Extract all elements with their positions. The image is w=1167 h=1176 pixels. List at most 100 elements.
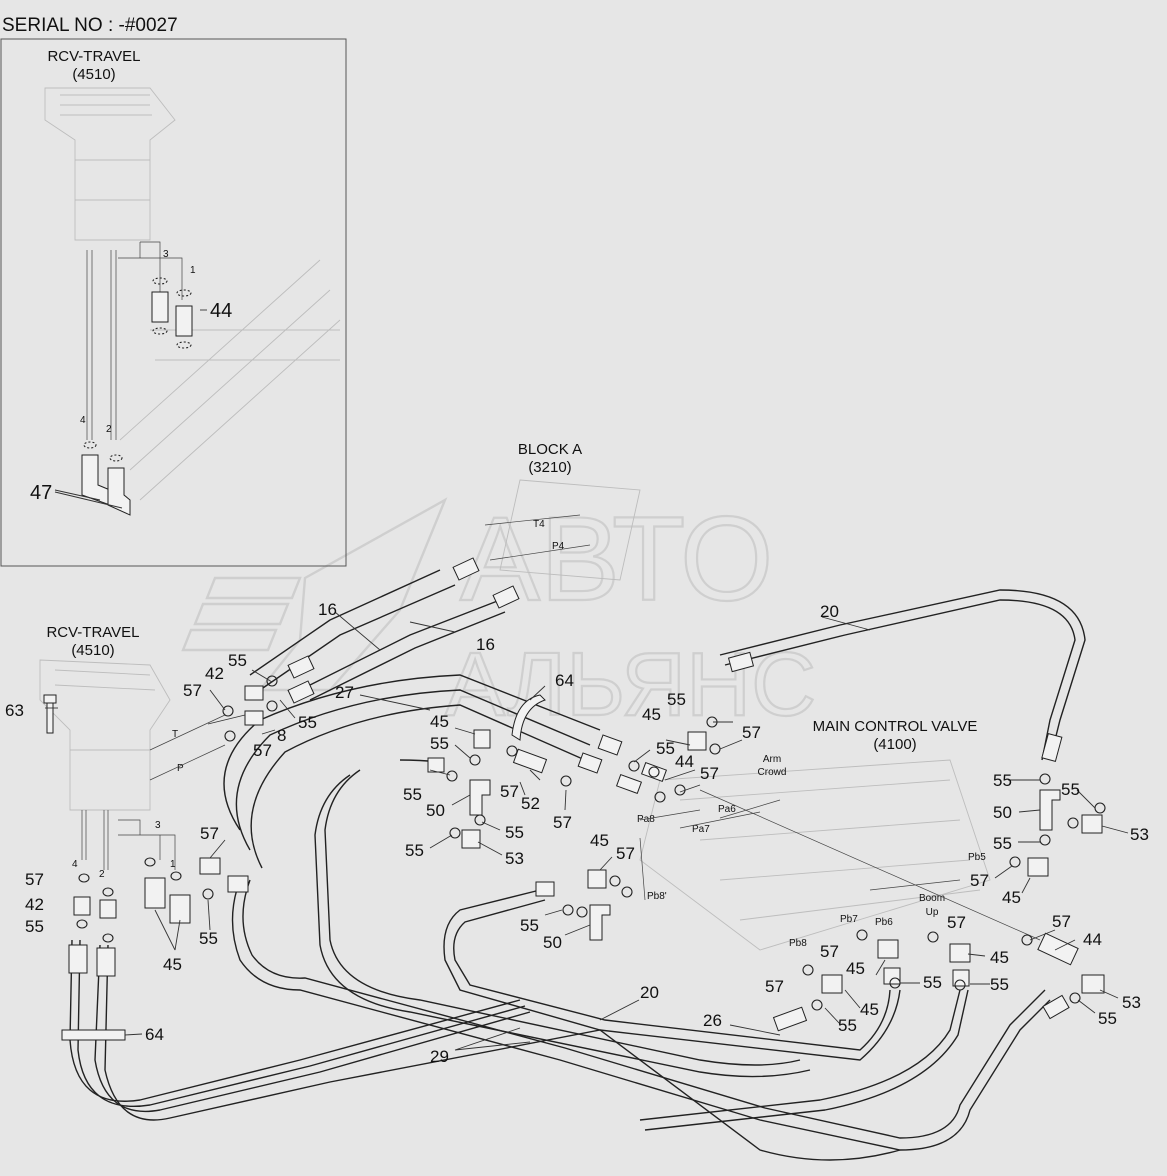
callout-57l: 57	[765, 977, 784, 996]
callout-57n: 57	[25, 870, 44, 889]
rcv-port-2: 2	[99, 869, 105, 880]
callout-55r: 55	[199, 929, 218, 948]
block-a-line2: (3210)	[528, 459, 571, 476]
port-arm: Arm	[763, 754, 781, 765]
rcv-travel-main: RCV-TRAVEL (4510) T P 3 1 4 2	[39, 624, 226, 880]
callout-55n: 55	[990, 975, 1009, 994]
watermark-line1: АВТО	[460, 492, 773, 626]
callout-50b: 50	[543, 933, 562, 952]
callout-57i: 57	[1052, 912, 1071, 931]
callout-52: 52	[521, 794, 540, 813]
callout-16b: 16	[476, 635, 495, 654]
callout-55j: 55	[993, 771, 1012, 790]
callout-53a: 53	[505, 849, 524, 868]
callout-45b: 45	[642, 705, 661, 724]
callout-45h: 45	[163, 955, 182, 974]
port-pb5: Pb5	[968, 852, 986, 863]
callout-55l: 55	[993, 834, 1012, 853]
callout-55b: 55	[298, 713, 317, 732]
port-pb8p: Pb8'	[647, 891, 667, 902]
inset-port-4: 4	[80, 415, 86, 426]
callout-45d: 45	[1002, 888, 1021, 907]
callout-64b: 64	[145, 1025, 164, 1044]
watermark-line2: АЛЬЯНС	[445, 635, 816, 735]
callout-55g: 55	[667, 690, 686, 709]
serial-number: SERIAL NO : -#0027	[2, 15, 178, 36]
callout-42a: 42	[205, 664, 224, 683]
callout-55i: 55	[520, 916, 539, 935]
callout-53b: 53	[1130, 825, 1149, 844]
callout-20a: 20	[820, 602, 839, 621]
rcv-port-3: 3	[155, 820, 161, 831]
inset-rcv-travel: RCV-TRAVEL (4510) 3 1 4 2 44 47	[0, 38, 347, 567]
rcv-travel-line1: RCV-TRAVEL	[46, 624, 139, 641]
callout-55c: 55	[430, 734, 449, 753]
callout-57f: 57	[700, 764, 719, 783]
block-a-line1: BLOCK A	[518, 441, 582, 458]
hose-runs	[69, 569, 1086, 1161]
callout-26: 26	[703, 1011, 722, 1030]
mcv-line2: (4100)	[873, 736, 916, 753]
callout-55d: 55	[403, 785, 422, 804]
callout-44a: 44	[675, 752, 694, 771]
port-crowd: Crowd	[758, 767, 787, 778]
callout-57a: 57	[183, 681, 202, 700]
rcv-port-p: P	[177, 763, 184, 774]
callout-45a: 45	[430, 712, 449, 731]
inset-title-line1: RCV-TRAVEL	[47, 48, 140, 65]
callout-45g: 45	[860, 1000, 879, 1019]
callout-27: 27	[335, 683, 354, 702]
callout-45c: 45	[590, 831, 609, 850]
rcv-port-1: 1	[170, 859, 176, 870]
callout-55f: 55	[405, 841, 424, 860]
callout-53c: 53	[1122, 993, 1141, 1012]
callout-29: 29	[430, 1047, 449, 1066]
inset-port-1: 1	[190, 265, 196, 276]
callout-64a: 64	[555, 671, 574, 690]
callout-57d: 57	[553, 813, 572, 832]
callout-55m: 55	[923, 973, 942, 992]
mcv-line1: MAIN CONTROL VALVE	[813, 718, 978, 735]
port-up: Up	[926, 907, 939, 918]
mcv-port-labels: Arm Crowd Pa8 Pa7 Pa6 Pb8' Pb5 Boom Up P…	[637, 754, 1041, 949]
callout-63: 63	[5, 701, 24, 720]
callout-numbers: 16 16 20 20 42 55 63 57 55 8 57 27 64 64…	[5, 600, 1149, 1066]
callout-57k: 57	[820, 942, 839, 961]
callout-57e: 57	[742, 723, 761, 742]
fittings	[61, 557, 1105, 1041]
callout-57m: 57	[200, 824, 219, 843]
callout-57g: 57	[616, 844, 635, 863]
callout-45e: 45	[990, 948, 1009, 967]
rcv-port-t: T	[172, 729, 178, 740]
callout-55e: 55	[505, 823, 524, 842]
port-pb6: Pb6	[875, 917, 893, 928]
callout-55p: 55	[838, 1016, 857, 1035]
callout-45f: 45	[846, 959, 865, 978]
rcv-travel-line2: (4510)	[71, 642, 114, 659]
callout-20b: 20	[640, 983, 659, 1002]
block-a: BLOCK A (3210) T4 P4	[484, 441, 641, 581]
callout-50c: 50	[993, 803, 1012, 822]
port-pb8: Pb8	[789, 938, 807, 949]
callout-55q: 55	[25, 917, 44, 936]
block-a-port-t4: T4	[533, 519, 545, 530]
callout-55a: 55	[228, 651, 247, 670]
main-control-valve: MAIN CONTROL VALVE (4100)	[639, 718, 991, 951]
callout-57b: 57	[253, 741, 272, 760]
inset-title-line2: (4510)	[72, 66, 115, 83]
callout-55k: 55	[1061, 780, 1080, 799]
block-a-port-p4: P4	[552, 541, 565, 552]
callout-57c: 57	[500, 782, 519, 801]
leader-lines	[45, 611, 1129, 1051]
callout-50a: 50	[426, 801, 445, 820]
port-boom: Boom	[919, 893, 945, 904]
rcv-port-4: 4	[72, 859, 78, 870]
callout-8: 8	[277, 726, 286, 745]
callout-42c: 42	[25, 895, 44, 914]
callout-55h: 55	[656, 739, 675, 758]
callout-44b: 44	[1083, 930, 1102, 949]
inset-part-47: 47	[30, 482, 52, 504]
callout-16a: 16	[318, 600, 337, 619]
